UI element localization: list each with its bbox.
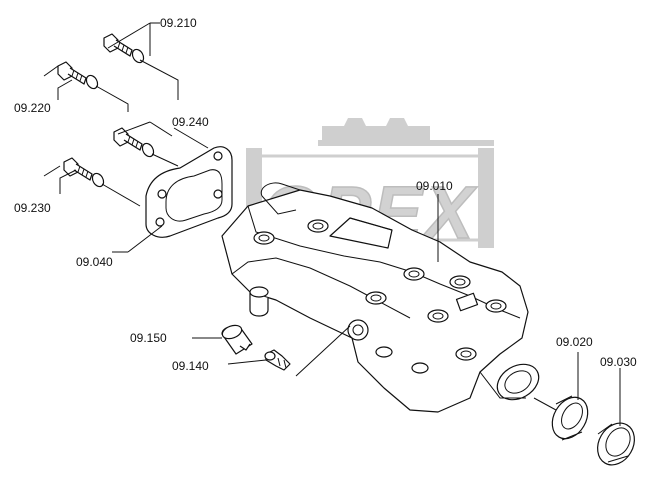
label-09-220: 09.220 bbox=[14, 101, 51, 115]
part-labels: 09.210 09.220 09.240 09.230 09.040 09.01… bbox=[14, 16, 637, 373]
bolt-part-09-210 bbox=[103, 33, 145, 64]
leader-09-210 bbox=[107, 22, 179, 100]
leader-09-230 bbox=[43, 165, 141, 207]
label-09-010: 09.010 bbox=[416, 179, 453, 193]
leader-09-020 bbox=[533, 352, 579, 411]
label-09-230: 09.230 bbox=[14, 201, 51, 215]
label-09-040: 09.040 bbox=[76, 255, 113, 269]
housing-part-09-010 bbox=[221, 182, 540, 413]
fitting-part-09-140 bbox=[264, 349, 291, 371]
label-09-210: 09.210 bbox=[160, 16, 197, 30]
leader-09-040 bbox=[112, 225, 163, 253]
bolt-part-09-230 bbox=[63, 157, 105, 188]
bolt-part-09-240 bbox=[113, 127, 155, 158]
leader-09-140 bbox=[227, 325, 351, 377]
bolt-part-09-220 bbox=[57, 61, 99, 90]
ring-part-09-030 bbox=[597, 422, 635, 466]
label-09-150: 09.150 bbox=[130, 331, 167, 345]
seal-part-09-020 bbox=[551, 395, 589, 441]
label-09-140: 09.140 bbox=[172, 359, 209, 373]
leader-09-220 bbox=[43, 65, 129, 112]
label-09-030: 09.030 bbox=[600, 355, 637, 369]
label-09-020: 09.020 bbox=[556, 335, 593, 349]
plug-part-09-150 bbox=[221, 324, 253, 355]
label-09-240: 09.240 bbox=[172, 115, 209, 129]
gasket-part-09-040 bbox=[145, 146, 233, 238]
leader-lines bbox=[43, 22, 621, 426]
leader-09-240 bbox=[117, 121, 209, 167]
